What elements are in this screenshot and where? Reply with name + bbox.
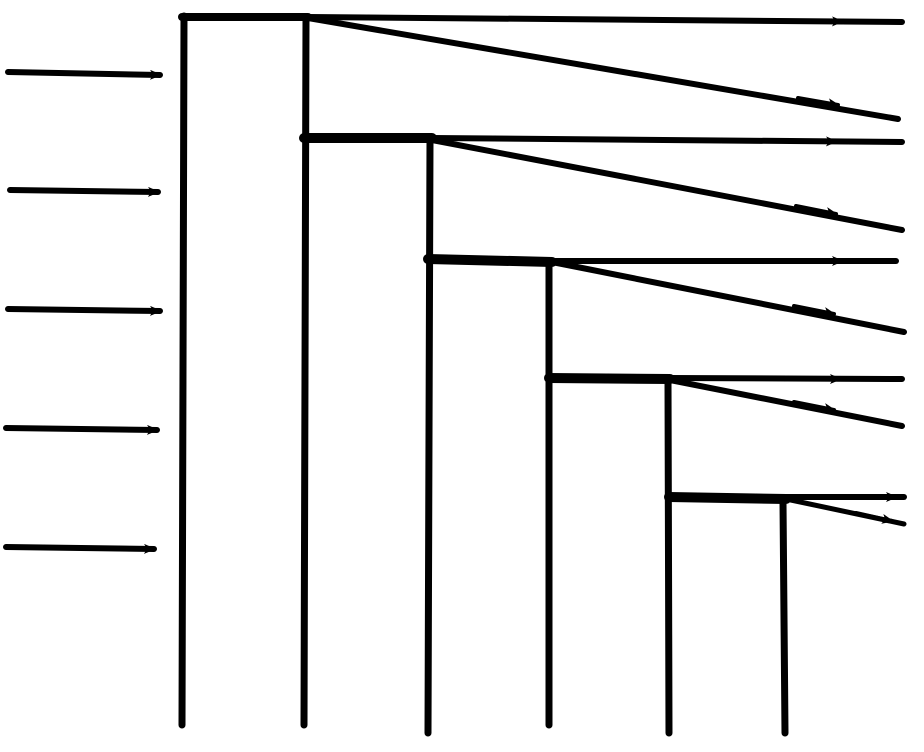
step-line xyxy=(544,373,675,384)
outgoing-diagonal-arrow xyxy=(549,259,907,335)
step-line xyxy=(664,492,791,504)
incoming-arrow xyxy=(3,543,157,554)
incoming-arrow xyxy=(5,69,163,80)
outgoing-diagonal-arrow xyxy=(792,304,836,317)
outgoing-horizontal-arrow xyxy=(667,375,905,382)
vertical-line xyxy=(424,136,434,737)
outgoing-horizontal-arrows xyxy=(305,14,907,502)
outgoing-horizontal-arrow xyxy=(792,136,838,147)
outgoing-horizontal-arrow xyxy=(798,16,844,27)
vertical-line xyxy=(178,12,188,729)
outgoing-diagonal-arrows xyxy=(305,15,907,527)
incoming-arrow xyxy=(3,424,160,435)
outgoing-diagonal-arrow xyxy=(854,511,894,524)
incoming-arrow xyxy=(7,186,161,197)
vertical-lines xyxy=(178,12,789,737)
incoming-arrow xyxy=(5,305,163,316)
outgoing-diagonal-arrow xyxy=(429,137,905,233)
outgoing-diagonal-arrow xyxy=(667,377,905,429)
outgoing-diagonal-arrow xyxy=(796,96,840,109)
step-lines xyxy=(178,13,791,504)
vertical-line xyxy=(300,14,310,729)
outgoing-diagonal-arrow xyxy=(794,204,838,217)
vertical-line xyxy=(664,378,673,737)
step-line xyxy=(423,254,557,267)
outgoing-diagonal-arrow xyxy=(305,15,901,122)
outgoing-diagonal-arrow xyxy=(792,400,836,413)
vertical-line xyxy=(779,498,789,737)
incoming-arrows xyxy=(3,69,163,554)
